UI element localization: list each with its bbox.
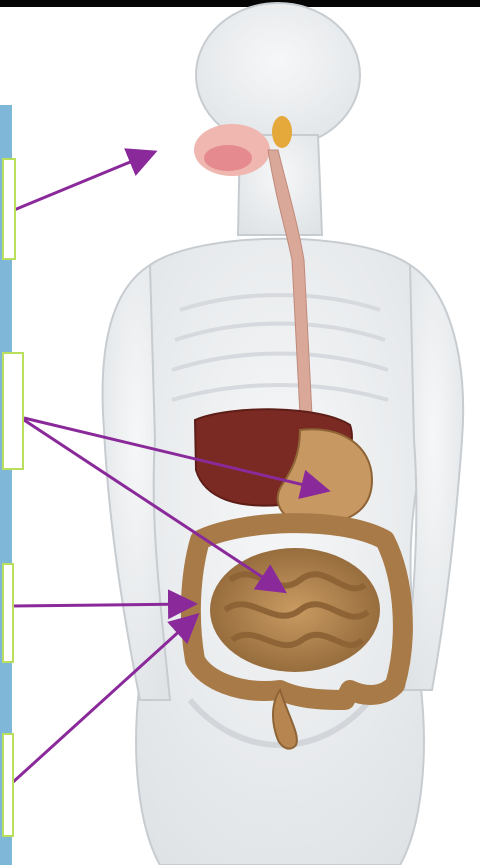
- label-box-mouth: [2, 158, 16, 260]
- label-box-stomach-small-intestine: [2, 352, 24, 470]
- label-box-large-intestine-lower: [2, 733, 14, 837]
- small-intestine: [210, 548, 380, 672]
- arrow-to-large-intestine-upper: [12, 604, 192, 606]
- arrow-to-mouth: [14, 153, 152, 210]
- label-box-large-intestine-upper: [2, 563, 14, 663]
